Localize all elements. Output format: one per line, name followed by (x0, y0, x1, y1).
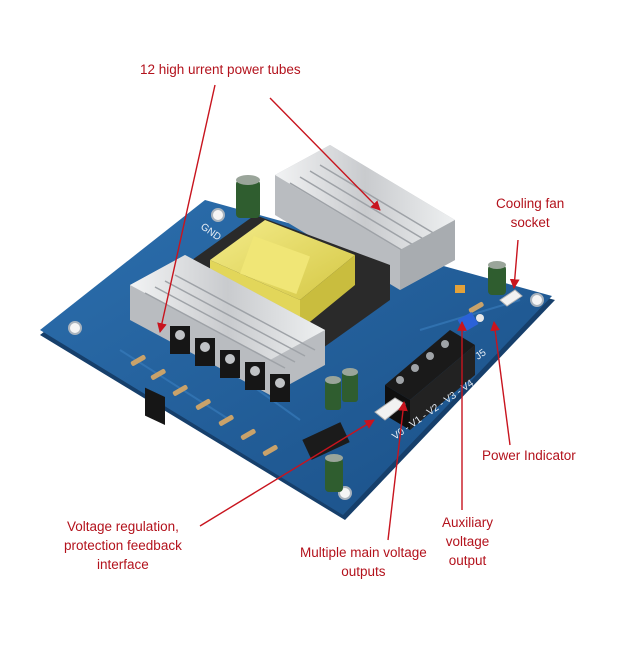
label-voltage-regulation: Voltage regulation, protection feedback … (64, 519, 182, 572)
connectors (374, 289, 523, 421)
label-power-indicator: Power Indicator (482, 448, 576, 463)
label-cooling-fan-socket: Cooling fan socket (496, 196, 565, 230)
resistors (130, 301, 484, 456)
ceramic-capacitor (455, 285, 465, 293)
power-tubes-front (145, 326, 290, 425)
heatsink-front (130, 255, 325, 395)
label-main-voltage-outputs: Multiple main voltage outputs (300, 545, 427, 579)
annotation-arrows (157, 84, 520, 541)
label-power-tubes: 12 high urrent power tubes (140, 62, 301, 77)
capacitors (236, 175, 506, 492)
heatsink-back (275, 145, 455, 290)
label-auxiliary-voltage-output: Auxiliary voltage output (442, 515, 494, 568)
ic-chip (302, 422, 350, 460)
